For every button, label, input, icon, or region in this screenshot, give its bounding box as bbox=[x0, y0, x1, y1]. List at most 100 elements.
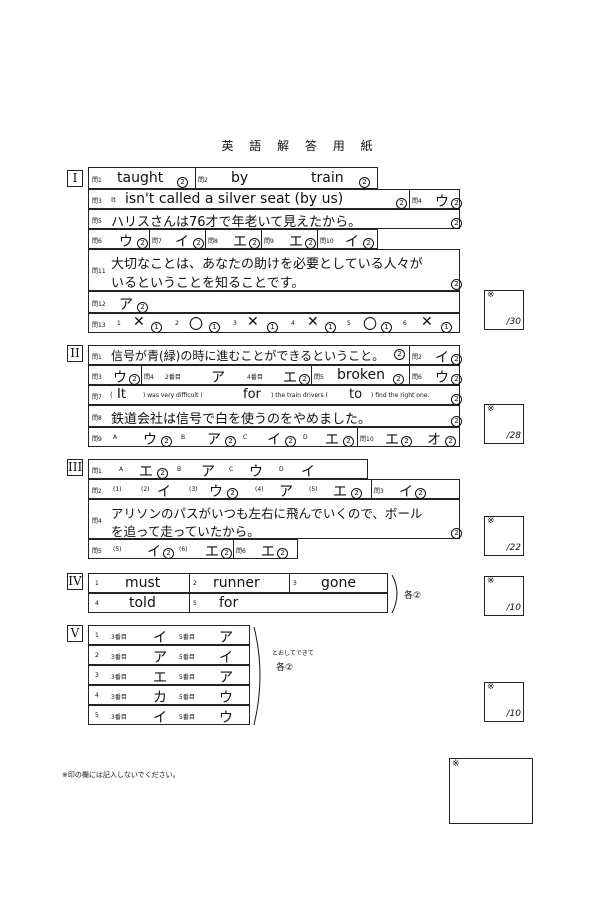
divider bbox=[205, 230, 206, 248]
section-I-q6-q10-row: 問6 ウ 2 問7 イ 2 問8 エ 2 問9 エ 2 問10 イ 2 bbox=[88, 229, 378, 250]
answer-text: to bbox=[349, 387, 363, 402]
answer-text: イ bbox=[399, 484, 413, 500]
item-answer: イ bbox=[301, 464, 315, 480]
item-label: (5) bbox=[309, 486, 318, 493]
score-circle: 2 bbox=[451, 416, 462, 427]
item-number: 5 bbox=[193, 600, 197, 607]
answer-5th: ア bbox=[219, 630, 233, 646]
answer-text: ウ bbox=[119, 234, 133, 250]
table-row: 3 3番目 エ 5番目 ア bbox=[88, 665, 250, 686]
item-label: D bbox=[279, 466, 284, 473]
section-I-q12-row: 問12 ア 2 bbox=[88, 291, 460, 313]
item-number: 2 bbox=[175, 320, 179, 327]
section-II-q1-q2-row: 問1 信号が青(緑)の時に進むことができるということ。 2 問2 イ 2 bbox=[88, 345, 462, 366]
score-circle: 2 bbox=[299, 374, 310, 385]
col-label: 3番目 bbox=[111, 674, 127, 681]
score-circle: 2 bbox=[445, 436, 456, 447]
answer-text: エ bbox=[283, 370, 297, 386]
paren-text: ( bbox=[110, 391, 113, 399]
score-circle: 2 bbox=[193, 238, 204, 249]
item-answer: ✕ bbox=[247, 314, 259, 330]
col-label: 5番目 bbox=[179, 634, 195, 641]
item-answer: gone bbox=[321, 575, 356, 591]
divider bbox=[409, 346, 410, 364]
item-answer: エ bbox=[139, 464, 153, 480]
prompt-text: ) the train drivers ( bbox=[271, 392, 328, 399]
sub-label: (6) bbox=[179, 546, 188, 553]
question-label: 問3 bbox=[92, 198, 102, 205]
divider bbox=[357, 428, 358, 446]
score-circle: 2 bbox=[396, 198, 407, 209]
question-label: 問6 bbox=[412, 374, 422, 381]
sub-label: (5) bbox=[113, 546, 122, 553]
answer-text: ウ bbox=[113, 370, 127, 386]
question-label: 問5 bbox=[314, 374, 324, 381]
divider bbox=[289, 574, 290, 592]
score-circle: 2 bbox=[393, 374, 404, 385]
divider bbox=[311, 366, 312, 384]
section-IV-score-box: ※ /10 bbox=[484, 576, 524, 616]
answer-3rd: イ bbox=[153, 630, 167, 646]
divider bbox=[409, 366, 410, 384]
score-circle: 2 bbox=[394, 349, 405, 360]
answer-text: イ bbox=[147, 544, 161, 560]
section-label-II: II bbox=[67, 345, 83, 362]
answer-text: 信号が青(緑)の時に進むことができるということ。 bbox=[111, 349, 385, 363]
section-V-side-note-2: 各② bbox=[276, 663, 294, 673]
section-IV-side-note: 各② bbox=[404, 591, 422, 601]
question-label: 問9 bbox=[264, 238, 274, 245]
score-star: ※ bbox=[487, 682, 495, 692]
score-circle: 2 bbox=[285, 436, 296, 447]
item-number: 3 bbox=[233, 320, 237, 327]
answer-line-1: 大切なことは、あなたの助けを必要としている人々が bbox=[111, 257, 423, 272]
answer-text: ハリスさんは76才で年老いて見えたから。 bbox=[111, 215, 362, 230]
answer-line-2: いるということを知ることです。 bbox=[111, 276, 305, 291]
question-label: 問2 bbox=[92, 488, 102, 495]
score-circle: 2 bbox=[225, 436, 236, 447]
score-circle: 2 bbox=[163, 548, 174, 559]
table-row: 5 3番目 イ 5番目 ウ bbox=[88, 705, 250, 726]
answer-text: エ bbox=[289, 234, 303, 250]
score-circle: 2 bbox=[451, 279, 462, 290]
item-answer: ✕ bbox=[133, 314, 145, 330]
answer-text: エ bbox=[205, 544, 219, 560]
score-circle: 2 bbox=[227, 488, 238, 499]
question-label: 問12 bbox=[92, 301, 106, 308]
answer-text: イ bbox=[175, 234, 189, 250]
prompt-text: ) was very difficult ( bbox=[143, 392, 203, 399]
table-row: 1 3番目 イ 5番目 ア bbox=[88, 625, 250, 646]
answer-5th: ウ bbox=[219, 690, 233, 706]
section-II-q7-row: 問7 ( It ) was very difficult ( for ) the… bbox=[88, 385, 462, 405]
divider bbox=[317, 230, 318, 248]
section-IV-row-2: 4 told 5 for bbox=[88, 593, 388, 613]
section-III-score-box: ※ /22 bbox=[484, 516, 524, 556]
answer-3rd: エ bbox=[153, 670, 167, 686]
item-answer: イ bbox=[157, 484, 171, 500]
score-circle: 2 bbox=[161, 436, 172, 447]
answer-text: for bbox=[243, 387, 261, 402]
answer-text: ウ bbox=[435, 194, 449, 210]
section-III-q5-q6-row: 問5 (5) イ 2 (6) エ 2 問6 エ 2 bbox=[88, 539, 298, 560]
page-title: 英 語 解 答 用 紙 bbox=[221, 139, 379, 153]
answer-5th: イ bbox=[219, 650, 233, 666]
score-circle: 1 bbox=[209, 322, 220, 333]
item-label: B bbox=[181, 434, 186, 441]
question-label: 問13 bbox=[92, 322, 106, 329]
row-number: 2 bbox=[95, 652, 99, 659]
score-circle: 2 bbox=[305, 238, 316, 249]
item-answer: 〇 bbox=[189, 317, 203, 333]
item-label: C bbox=[243, 434, 248, 441]
score-circle: 2 bbox=[137, 302, 148, 313]
question-label: 問5 bbox=[92, 218, 102, 225]
section-I-q1-q2-row: 問1 taught 2 問2 by train 2 bbox=[88, 167, 378, 189]
col-label: 5番目 bbox=[179, 714, 195, 721]
prompt-text: ) find the right one. bbox=[371, 392, 430, 399]
item-answer: ア bbox=[207, 432, 221, 448]
question-label: 問9 bbox=[92, 436, 102, 443]
section-III-q4-row: 問4 アリソンのパスがいつも左右に飛んでいくので、ボール を追って走っていたから… bbox=[88, 499, 462, 539]
question-label: 問8 bbox=[92, 415, 102, 422]
item-number: 4 bbox=[95, 600, 99, 607]
score-circle: 1 bbox=[267, 322, 278, 333]
question-label: 問4 bbox=[412, 198, 422, 205]
answer-5th: ウ bbox=[219, 710, 233, 726]
